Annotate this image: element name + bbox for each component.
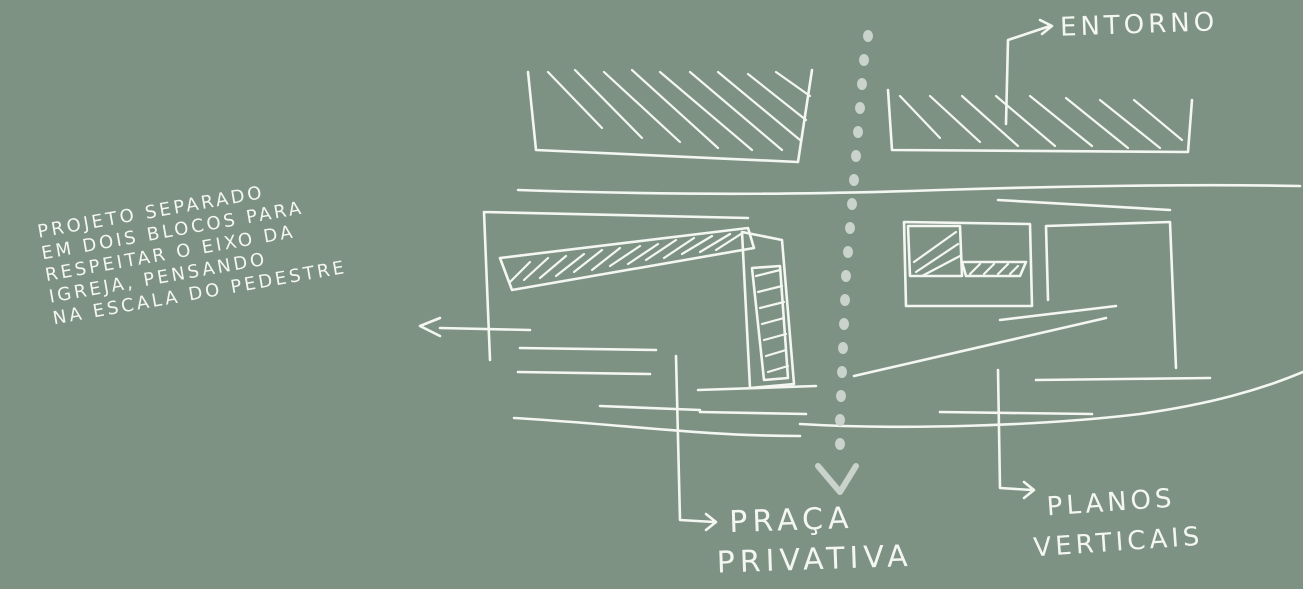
church-axis — [815, 30, 873, 495]
street-upper-edge — [516, 183, 1302, 196]
praca-label: PRAÇA PRIVATIVA — [716, 497, 914, 583]
street-upper-edge-2 — [996, 198, 1172, 212]
praca-leader — [674, 354, 718, 532]
right-building-block — [852, 220, 1212, 416]
praca-label-line-1: PRAÇA — [728, 500, 855, 541]
planos-label: PLANOS VERTICAIS — [1033, 477, 1205, 568]
entorno-arrow — [1004, 18, 1054, 126]
street-lower-edge-2 — [598, 404, 702, 412]
entorno-block-left — [526, 68, 814, 164]
praca-label-line-2: PRIVATIVA — [716, 538, 914, 581]
entorno-block-right — [886, 88, 1194, 154]
planos-leader — [996, 368, 1036, 500]
street-lower-edge-right — [798, 370, 1303, 429]
left-building-block — [418, 210, 818, 392]
street-lower-edge — [512, 410, 808, 438]
entorno-label: ENTORNO — [1059, 7, 1219, 43]
